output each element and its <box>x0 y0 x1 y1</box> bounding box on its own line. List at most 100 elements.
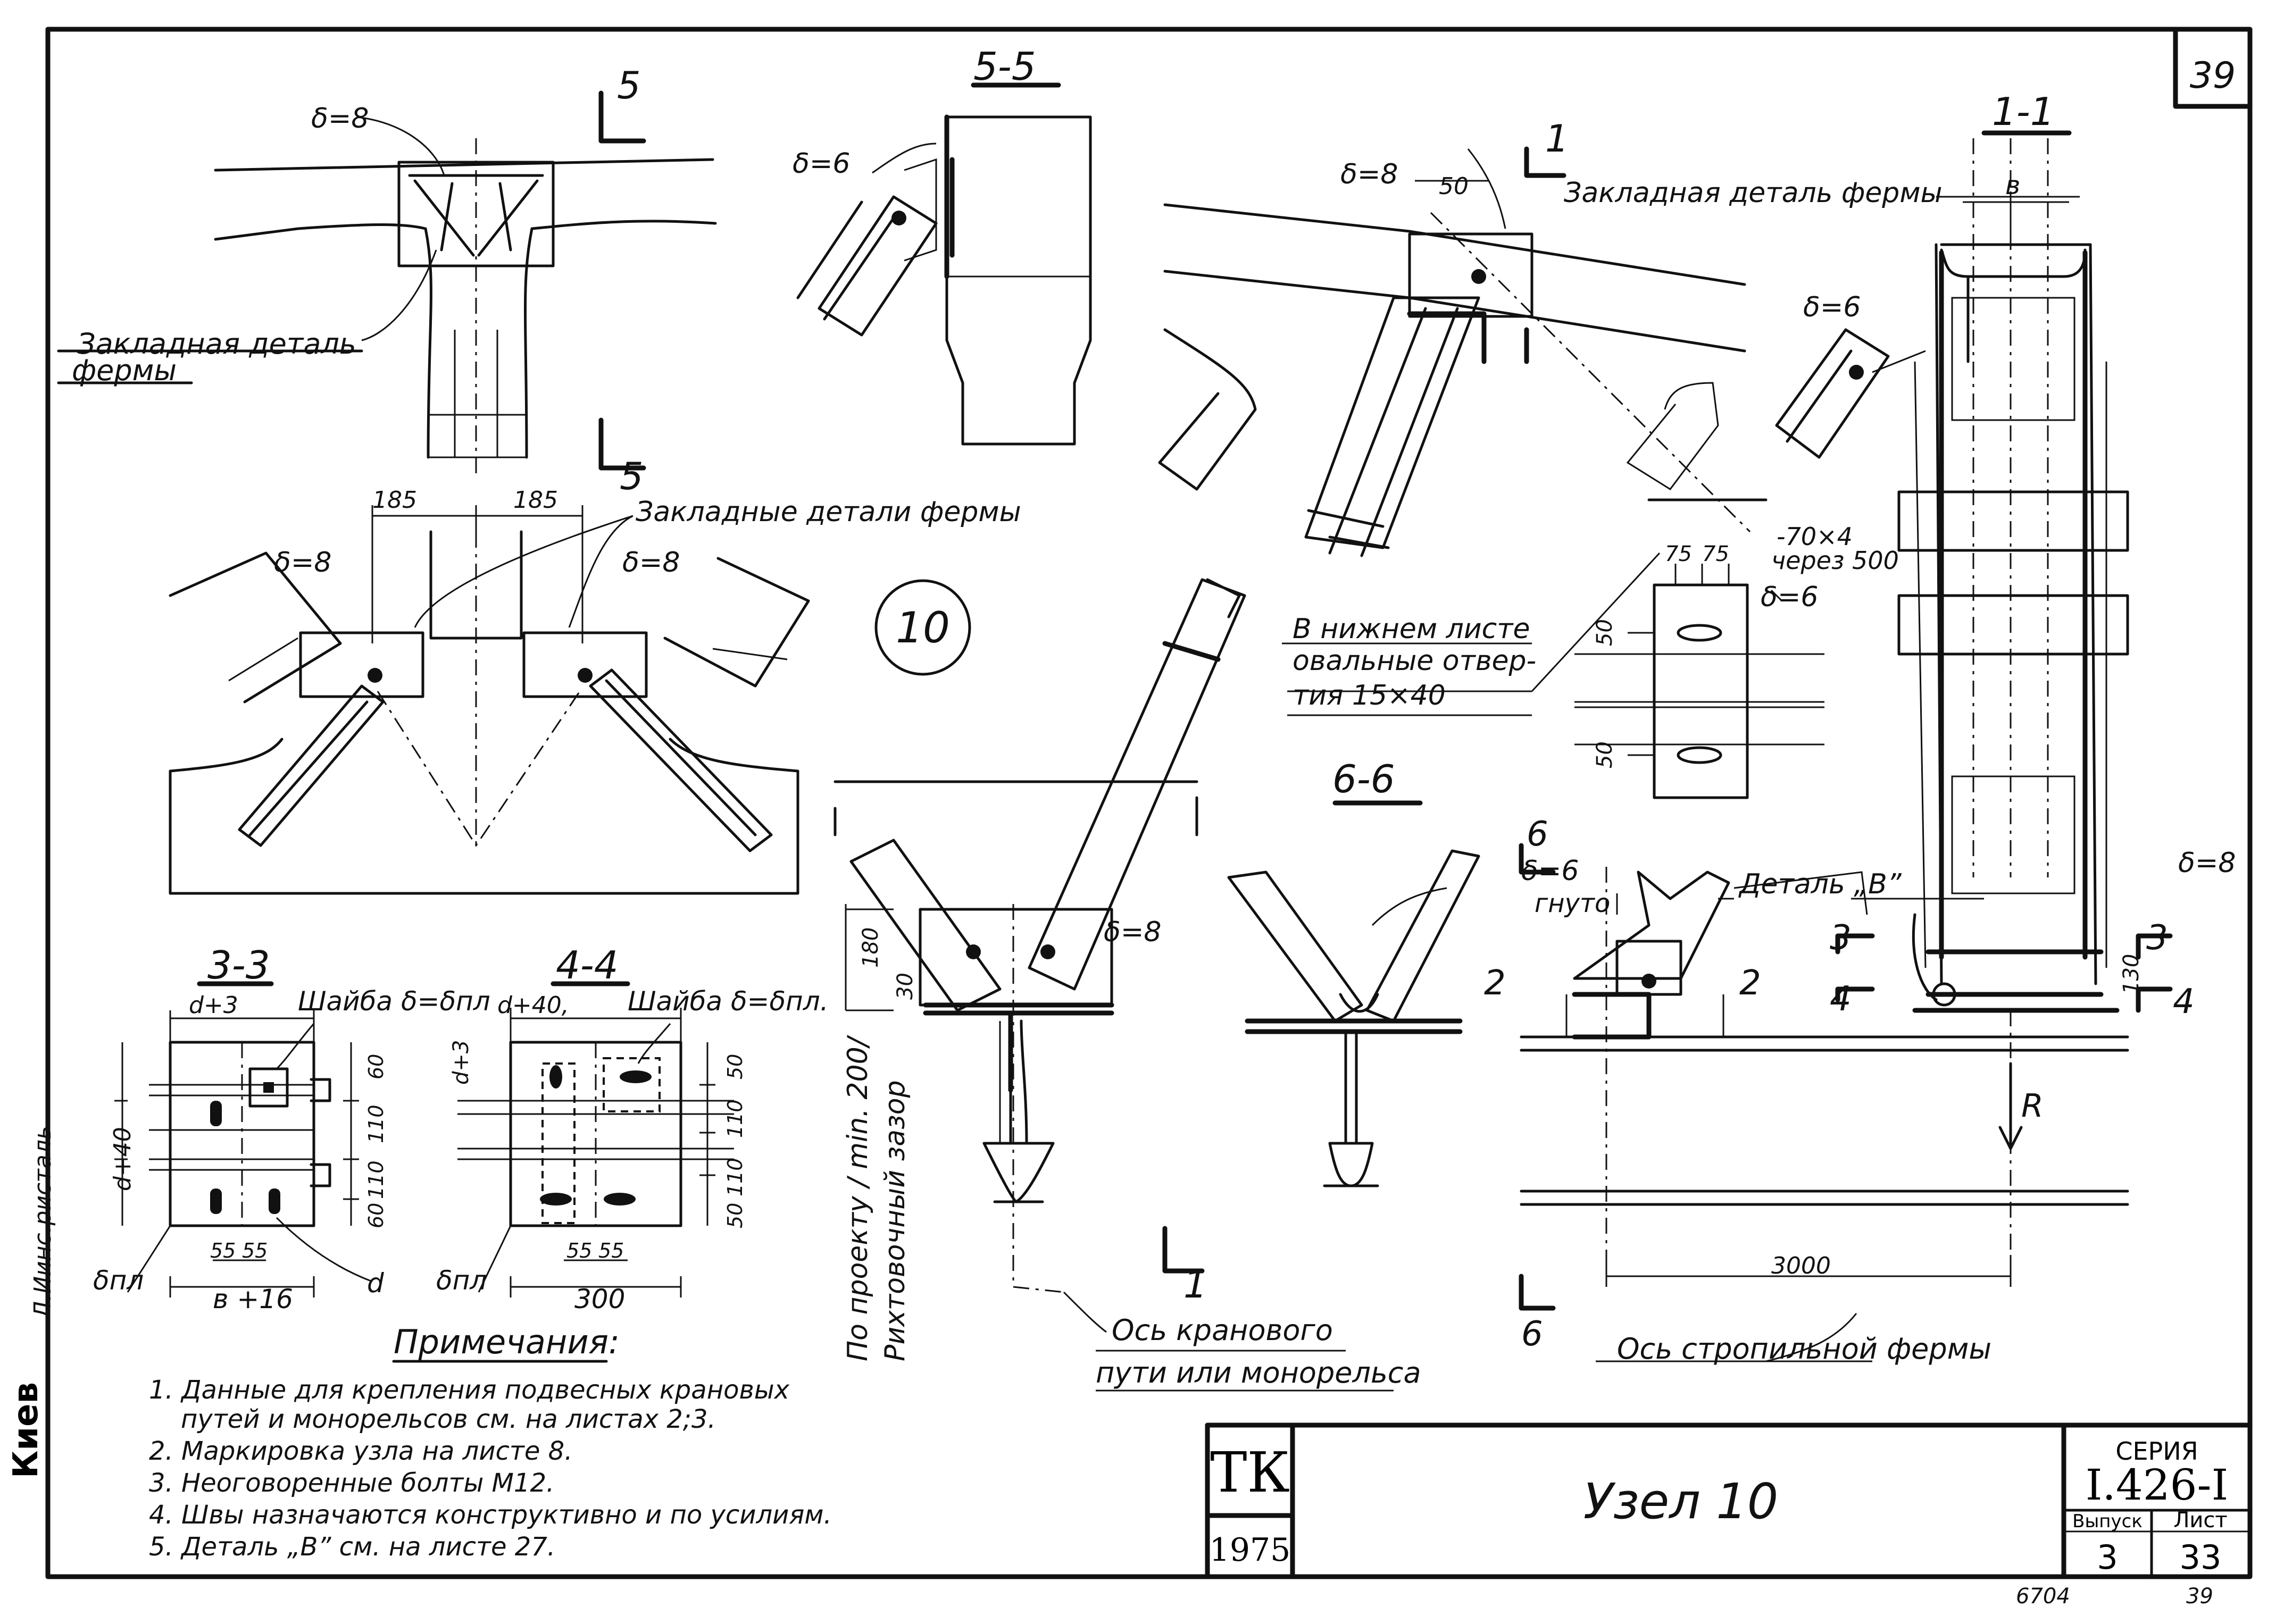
bottom-left-stamp: Киев <box>6 1382 46 1478</box>
cut-mark-3-left: 3 <box>1830 918 1852 958</box>
dim-55-a: 55 <box>210 1239 236 1262</box>
delta8-label-b: δ=8 <box>1340 158 1398 190</box>
washer-label-3: Шайба δ=δпл <box>298 986 490 1017</box>
embedded-truss-part-label: Закладная деталь фермы <box>1564 177 1943 209</box>
plate-4-4 <box>509 1041 682 1227</box>
cut-mark-2-right: 2 <box>1739 964 1761 1003</box>
dim-180: 180 <box>858 927 883 968</box>
project-min-label: По проекту / min. 200/ <box>842 1034 874 1361</box>
dim-55-c: 55 <box>566 1239 592 1262</box>
dim-d-plus-40: d+40, <box>497 992 569 1019</box>
logo-year: 1975 <box>1210 1531 1291 1569</box>
dim-55-b: 55 <box>242 1239 268 1262</box>
embedded-part-label-l1: Закладная деталь <box>77 327 356 361</box>
note-2: 2. Маркировка узла на листе 8. <box>149 1436 572 1466</box>
dim-110-a: 110 <box>364 1104 388 1143</box>
dim-130: 130 <box>2119 954 2144 994</box>
dim-75-left: 75 <box>1665 542 1692 566</box>
section-title-4-4: 4-4 <box>556 943 619 987</box>
view-node-elevation-right <box>1158 146 1768 557</box>
dim-185-right: 185 <box>513 487 558 514</box>
dim-50-v-top: 50 <box>1593 619 1617 646</box>
dim-110-d: 110 <box>723 1158 747 1196</box>
crane-axis-label-l1: Ось кранового <box>1112 1313 1333 1347</box>
series-label: СЕРИЯ <box>2115 1437 2198 1466</box>
view-crane-elevation <box>833 578 1246 1333</box>
view-section-4-4 <box>457 981 734 1297</box>
sheet-title: Узел 10 <box>1583 1473 1779 1530</box>
dim-30: 30 <box>893 973 918 1000</box>
view-section-1-1 <box>1775 130 2173 1287</box>
section-title-1-1: 1-1 <box>1992 89 2055 134</box>
embedded-part-label-l2: фермы <box>72 354 177 387</box>
notes-block: Примечания: 1. Данные для крепления подв… <box>149 1322 832 1562</box>
tk-logo: ТК <box>1210 1440 1290 1505</box>
dim-185-left: 185 <box>372 487 417 514</box>
view-node-plan <box>169 505 810 895</box>
dim-300: 300 <box>574 1284 625 1315</box>
detail-b-label: Деталь „B” <box>1738 868 1902 900</box>
dim-55-d: 55 <box>598 1239 624 1262</box>
cut-mark-5-top: 5 <box>617 64 641 107</box>
view-node-elevation-top <box>57 90 717 479</box>
note-1: 1. Данные для крепления подвесных кранов… <box>149 1375 790 1405</box>
delta6-label-a: δ=6 <box>793 148 850 180</box>
cut-mark-3-right: 3 <box>2146 918 2168 958</box>
dim-50-v-bottom: 50 <box>1593 741 1617 768</box>
view-section-5-5 <box>796 82 1092 446</box>
delta6-label-b: δ=6 <box>1761 581 1818 613</box>
series-value: I.426-I <box>2086 1460 2228 1510</box>
note-1-cont: путей и монорельсов см. на листах 2;3. <box>181 1404 716 1434</box>
cut-mark-4-right: 4 <box>2173 982 2195 1022</box>
section-title-6-6: 6-6 <box>1332 757 1395 801</box>
reaction-label: R <box>2021 1087 2044 1125</box>
delta6-label-d: δ=6 <box>1521 855 1579 887</box>
embedded-plate-left <box>299 631 424 698</box>
note-4: 4. Швы назначаются конструктивно и по ус… <box>149 1500 832 1530</box>
plate-70x4-label: -70×4 <box>1777 522 1853 551</box>
plate-3-3 <box>169 1041 315 1227</box>
cut-mark-4-left: 4 <box>1830 980 1852 1019</box>
sheet-no-value: 33 <box>2180 1538 2222 1577</box>
notes-title: Примечания: <box>394 1322 620 1361</box>
note-5: 5. Деталь „B” см. на листе 27. <box>149 1532 555 1562</box>
dim-d-plus-3-v: d+3 <box>449 1040 473 1085</box>
dim-d-plus-40-v: d+40 <box>109 1127 136 1191</box>
dim-50-top: 50 <box>1439 173 1469 200</box>
dim-75-right: 75 <box>1702 542 1729 566</box>
title-block <box>1205 1422 2253 1579</box>
issue-label: Выпуск <box>2072 1511 2143 1532</box>
embedded-plate-right <box>522 631 648 698</box>
corner-number-box <box>2173 27 2253 109</box>
oval-holes-line2: овальные отвер- <box>1293 645 1536 677</box>
issue-value: 3 <box>2097 1538 2118 1577</box>
view-section-6-6 <box>1227 800 1480 1187</box>
dim-110-b: 110 <box>364 1160 388 1199</box>
delta8-label-e: δ=8 <box>1104 916 1161 948</box>
washer-label-4: Шайба δ=δпл. <box>628 986 829 1017</box>
strap-plate-2 <box>1897 594 2129 656</box>
dim-b-plus-16: в +16 <box>213 1284 293 1315</box>
dim-d-plus-3: d+3 <box>189 992 238 1019</box>
gusset-plate-center <box>919 908 1113 1007</box>
view-plate-plan <box>1282 552 1824 799</box>
delta8-label-f: δ=8 <box>2178 847 2236 879</box>
rafter-axis-label: Ось стропильной фермы <box>1617 1332 1991 1366</box>
oval-holes-line3: тия 15×40 <box>1293 680 1446 711</box>
plate-thickness-label-4: δпл <box>436 1265 487 1296</box>
cut-mark-6-top: 6 <box>1527 815 1548 854</box>
section-title-3-3: 3-3 <box>207 943 270 987</box>
section-title-5-5: 5-5 <box>973 44 1036 89</box>
view-beam-elevation <box>1519 843 2129 1362</box>
bent-label: гнуто <box>1535 889 1610 918</box>
strap-plate-1 <box>1897 490 2129 552</box>
cut-mark-1-bottom: 1 <box>1183 1263 1207 1307</box>
dim-b-top: в <box>2005 171 2020 200</box>
sheet-no-label: Лист <box>2173 1508 2227 1533</box>
left-margin-note: Л.Иинс.ристаль <box>29 1126 56 1320</box>
node-number: 10 <box>896 603 950 652</box>
embedded-plate-1 <box>1408 232 1533 318</box>
dim-110-c: 110 <box>723 1099 747 1138</box>
alignment-gap-label: Рихтовочный зазор <box>879 1080 911 1361</box>
